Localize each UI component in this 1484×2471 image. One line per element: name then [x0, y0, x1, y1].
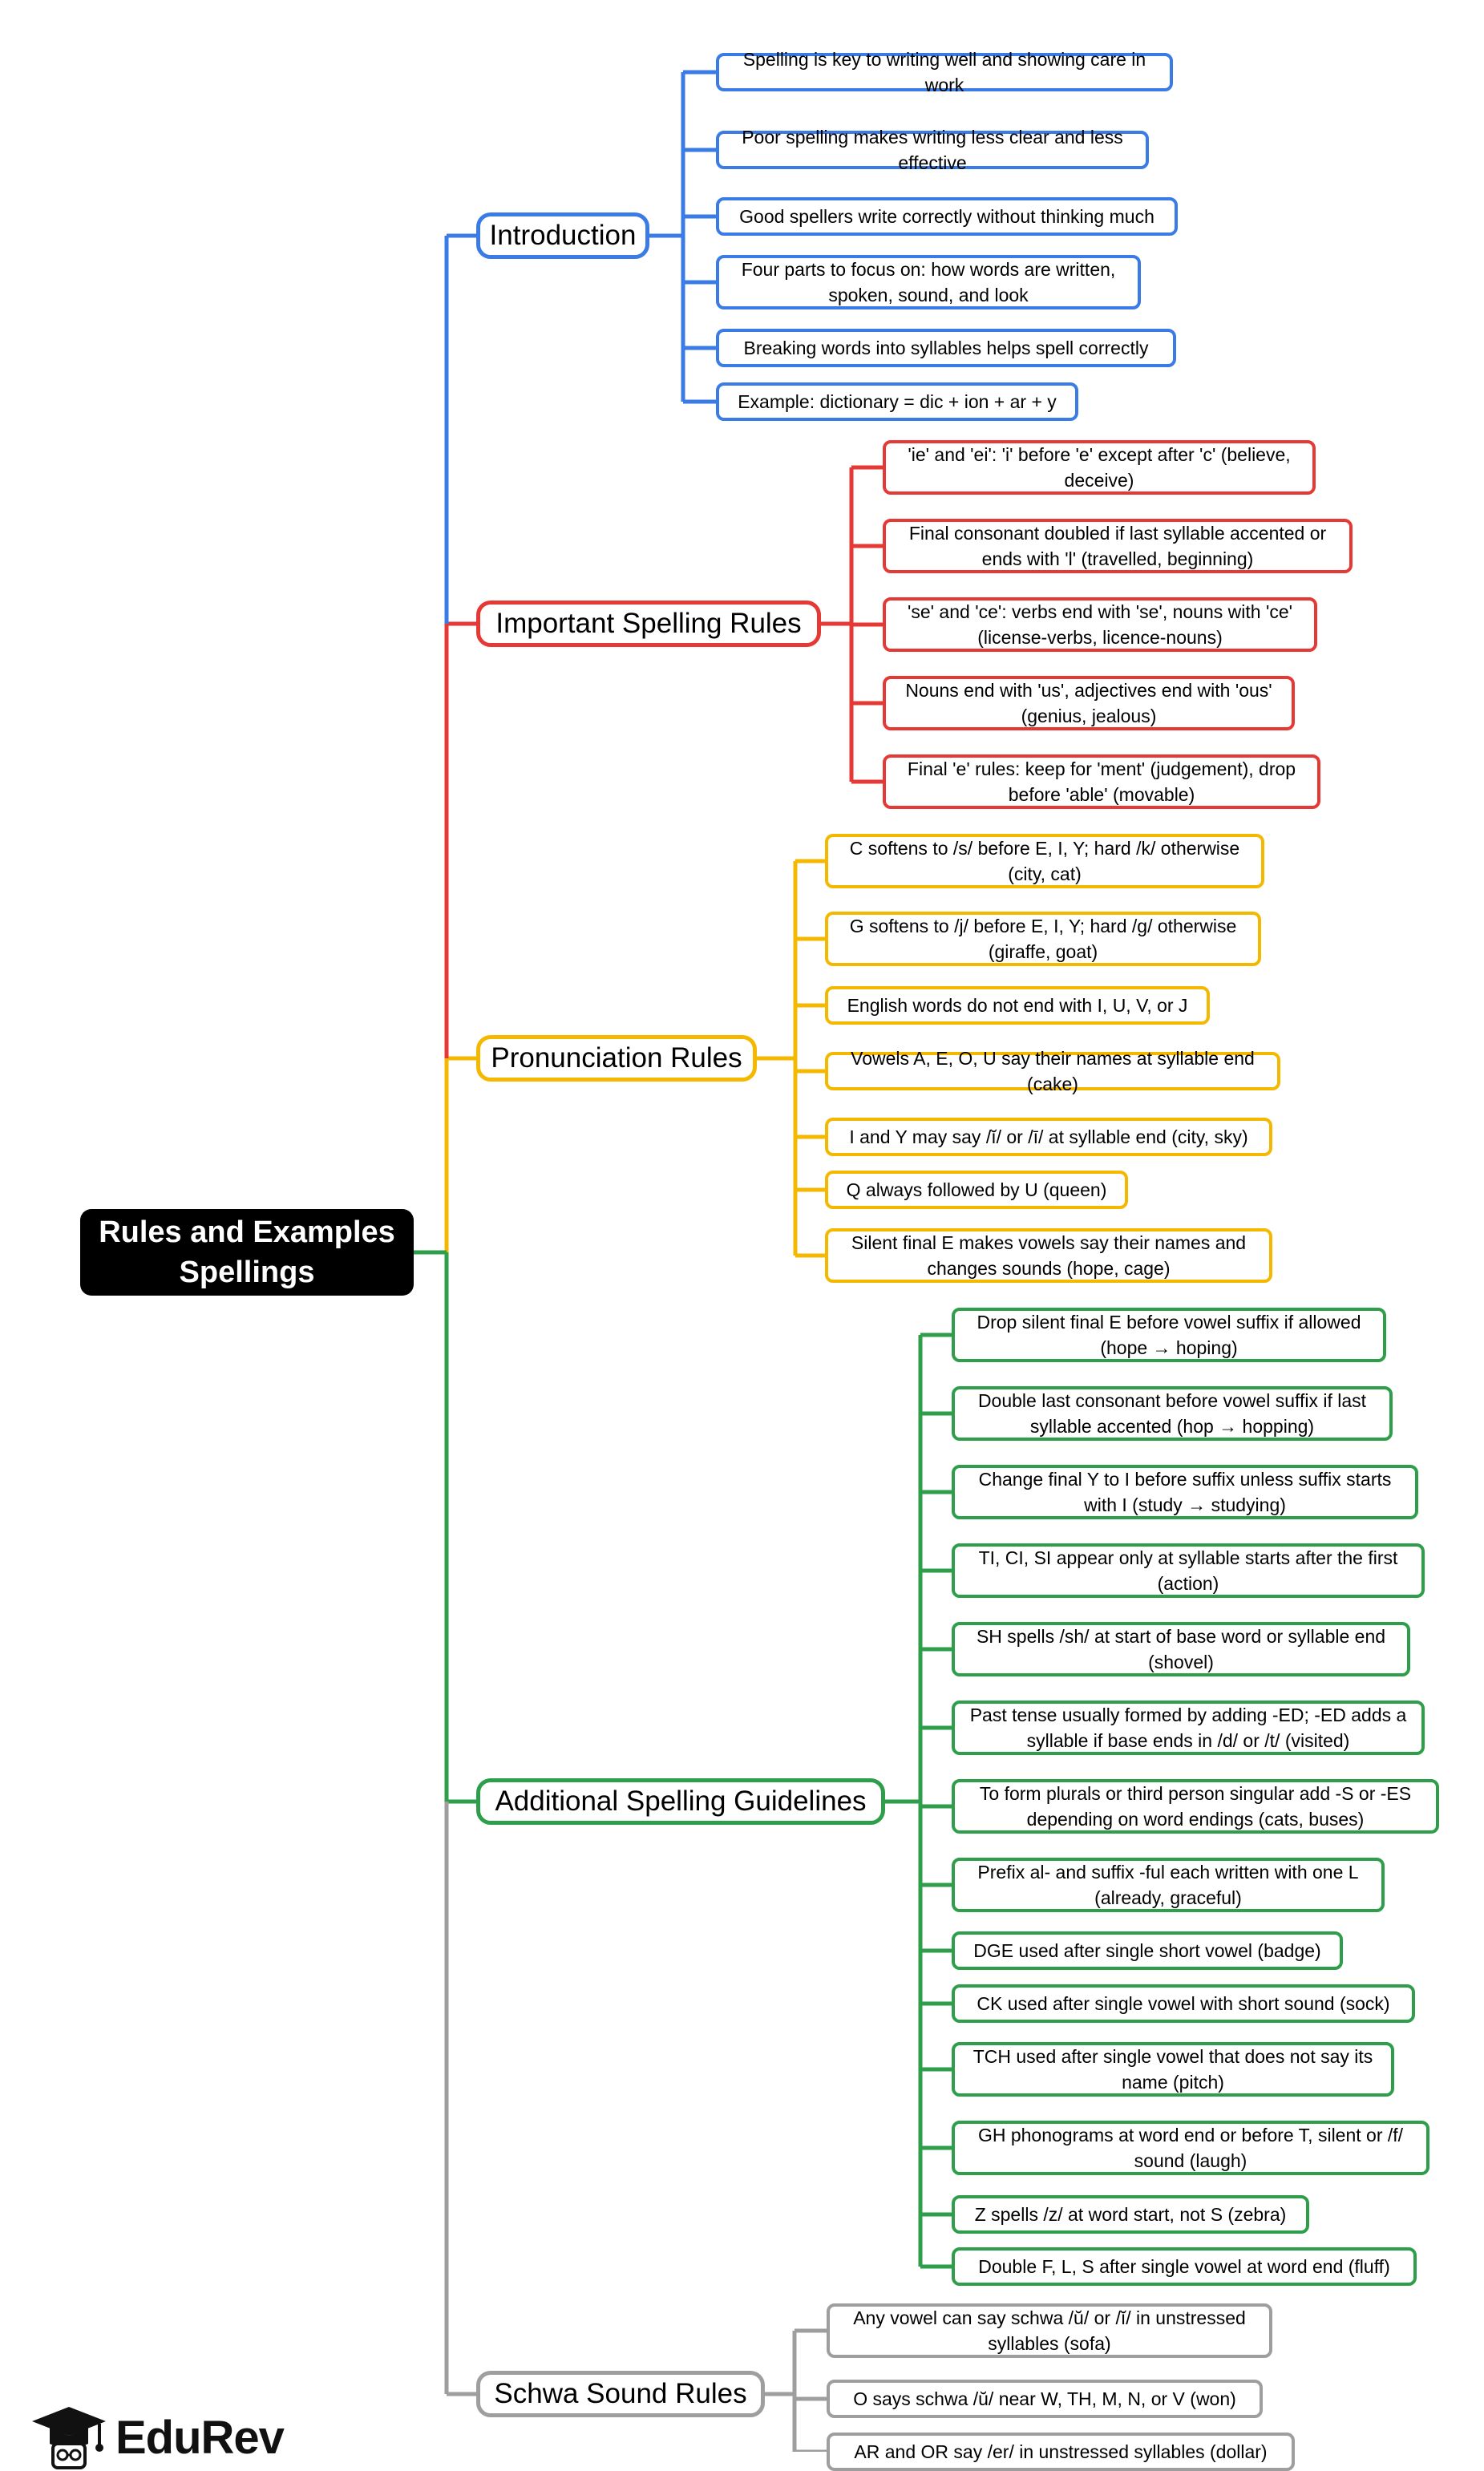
leaf-node: Z spells /z/ at word start, not S (zebra…	[952, 2195, 1309, 2234]
leaf-text: Four parts to focus on: how words are wr…	[741, 259, 1116, 305]
leaf-node: Nouns end with 'us', adjectives end with…	[883, 676, 1295, 730]
leaf-node: Q always followed by U (queen)	[825, 1171, 1128, 1209]
branch-important-spelling-rules: Important Spelling Rules	[476, 601, 821, 647]
leaf-text: Breaking words into syllables helps spel…	[743, 338, 1149, 358]
leaf-node: To form plurals or third person singular…	[952, 1779, 1439, 1834]
leaf-node: Double last consonant before vowel suffi…	[952, 1386, 1393, 1441]
leaf-text: C softens to /s/ before E, I, Y; hard /k…	[849, 838, 1240, 884]
leaf-node: CK used after single vowel with short so…	[952, 1984, 1415, 2023]
leaf-node: TI, CI, SI appear only at syllable start…	[952, 1543, 1425, 1598]
leaf-node: Spelling is key to writing well and show…	[716, 49, 1173, 95]
leaf-node: AR and OR say /er/ in unstressed syllabl…	[827, 2433, 1295, 2471]
branch-label: Important Spelling Rules	[495, 608, 802, 639]
branch-additional-spelling-guidelines: Additional Spelling Guidelines	[476, 1778, 885, 1825]
graduation-cap-icon	[32, 2407, 106, 2469]
leaf-node: TCH used after single vowel that does no…	[952, 2042, 1394, 2097]
leaf-text: Change final Y to I before suffix unless…	[978, 1469, 1392, 1515]
leaf-node: Drop silent final E before vowel suffix …	[952, 1308, 1386, 1362]
leaf-text: Spelling is key to writing well and show…	[742, 49, 1146, 95]
branch-schwa-sound-rules: Schwa Sound Rules	[476, 2371, 765, 2417]
leaf-node: Change final Y to I before suffix unless…	[952, 1465, 1418, 1519]
leaf-text: Example: dictionary = dic + ion + ar + y	[738, 391, 1057, 412]
leaf-text: English words do not end with I, U, V, o…	[847, 995, 1188, 1016]
leaf-text: Silent final E makes vowels say their na…	[851, 1232, 1247, 1279]
leaf-node: Any vowel can say schwa /ŭ/ or /ĭ/ in un…	[827, 2303, 1272, 2358]
leaf-text: Past tense usually formed by adding -ED;…	[969, 1705, 1407, 1751]
leaf-text: GH phonograms at word end or before T, s…	[977, 2125, 1404, 2171]
root-node: Rules and Examples Spellings	[80, 1209, 414, 1296]
leaf-node: G softens to /j/ before E, I, Y; hard /g…	[825, 912, 1261, 966]
leaf-node: Breaking words into syllables helps spel…	[716, 329, 1176, 367]
leaf-node: Final consonant doubled if last syllable…	[883, 519, 1353, 573]
leaf-node: 'se' and 'ce': verbs end with 'se', noun…	[883, 597, 1317, 652]
leaf-node: O says schwa /ŭ/ near W, TH, M, N, or V …	[827, 2380, 1263, 2418]
leaf-node: 'ie' and 'ei': 'i' before 'e' except aft…	[883, 440, 1316, 495]
leaf-node: Silent final E makes vowels say their na…	[825, 1228, 1272, 1283]
leaf-node: Double F, L, S after single vowel at wor…	[952, 2247, 1417, 2286]
leaf-node: Vowels A, E, O, U say their names at syl…	[825, 1048, 1280, 1094]
leaf-text: Drop silent final E before vowel suffix …	[977, 1312, 1361, 1358]
leaf-text: G softens to /j/ before E, I, Y; hard /g…	[849, 916, 1237, 962]
edurev-logo: EduRev	[30, 2404, 285, 2471]
branch-label: Introduction	[489, 220, 637, 251]
leaf-text: 'se' and 'ce': verbs end with 'se', noun…	[907, 601, 1293, 648]
root-title: Rules and Examples Spellings	[99, 1215, 395, 1289]
branch-label: Pronunciation Rules	[491, 1042, 742, 1074]
logo-text: EduRev	[115, 2411, 285, 2464]
branch-label: Schwa Sound Rules	[494, 2378, 747, 2409]
leaf-text: To form plurals or third person singular…	[979, 1783, 1412, 1830]
branch-pronunciation-rules: Pronunciation Rules	[476, 1035, 757, 1082]
leaf-node: I and Y may say /ĭ/ or /ī/ at syllable e…	[825, 1118, 1272, 1156]
leaf-node: DGE used after single short vowel (badge…	[952, 1931, 1343, 1970]
leaf-text: Prefix al- and suffix -ful each written …	[977, 1862, 1359, 1908]
leaf-text: Good spellers write correctly without th…	[739, 206, 1154, 227]
leaf-node: Four parts to focus on: how words are wr…	[716, 255, 1141, 309]
branch-label: Additional Spelling Guidelines	[495, 1786, 867, 1817]
leaf-node: Example: dictionary = dic + ion + ar + y	[716, 382, 1078, 421]
leaf-node: Past tense usually formed by adding -ED;…	[952, 1701, 1425, 1755]
leaf-text: Any vowel can say schwa /ŭ/ or /ĭ/ in un…	[853, 2307, 1246, 2354]
leaf-text: CK used after single vowel with short so…	[977, 1993, 1390, 2014]
leaf-node: C softens to /s/ before E, I, Y; hard /k…	[825, 834, 1264, 888]
leaf-text: Poor spelling makes writing less clear a…	[742, 127, 1123, 173]
leaf-node: SH spells /sh/ at start of base word or …	[952, 1622, 1410, 1676]
leaf-text: Vowels A, E, O, U say their names at syl…	[851, 1048, 1255, 1094]
leaf-text: Final 'e' rules: keep for 'ment' (judgem…	[907, 758, 1296, 805]
leaf-node: Good spellers write correctly without th…	[716, 197, 1178, 236]
leaf-text: I and Y may say /ĭ/ or /ī/ at syllable e…	[849, 1126, 1248, 1147]
leaf-node: GH phonograms at word end or before T, s…	[952, 2121, 1429, 2175]
leaf-node: Prefix al- and suffix -ful each written …	[952, 1858, 1385, 1912]
leaf-text: AR and OR say /er/ in unstressed syllabl…	[854, 2441, 1268, 2462]
leaf-text: TCH used after single vowel that does no…	[972, 2046, 1373, 2093]
leaf-text: Nouns end with 'us', adjectives end with…	[905, 680, 1272, 726]
branch-introduction: Introduction	[476, 212, 649, 259]
leaf-text: SH spells /sh/ at start of base word or …	[976, 1626, 1386, 1672]
leaf-node: English words do not end with I, U, V, o…	[825, 986, 1210, 1025]
leaf-text: TI, CI, SI appear only at syllable start…	[978, 1547, 1398, 1594]
leaf-text: 'ie' and 'ei': 'i' before 'e' except aft…	[908, 444, 1291, 491]
leaf-text: Final consonant doubled if last syllable…	[908, 523, 1327, 569]
leaf-node: Final 'e' rules: keep for 'ment' (judgem…	[883, 754, 1320, 809]
leaf-text: Double F, L, S after single vowel at wor…	[978, 2256, 1390, 2277]
leaf-text: O says schwa /ŭ/ near W, TH, M, N, or V …	[853, 2388, 1236, 2409]
leaf-text: Z spells /z/ at word start, not S (zebra…	[974, 2204, 1287, 2225]
leaf-text: Q always followed by U (queen)	[846, 1179, 1107, 1200]
leaf-node: Poor spelling makes writing less clear a…	[716, 127, 1149, 173]
leaf-text: DGE used after single short vowel (badge…	[973, 1940, 1321, 1961]
leaf-text: Double last consonant before vowel suffi…	[977, 1390, 1367, 1437]
